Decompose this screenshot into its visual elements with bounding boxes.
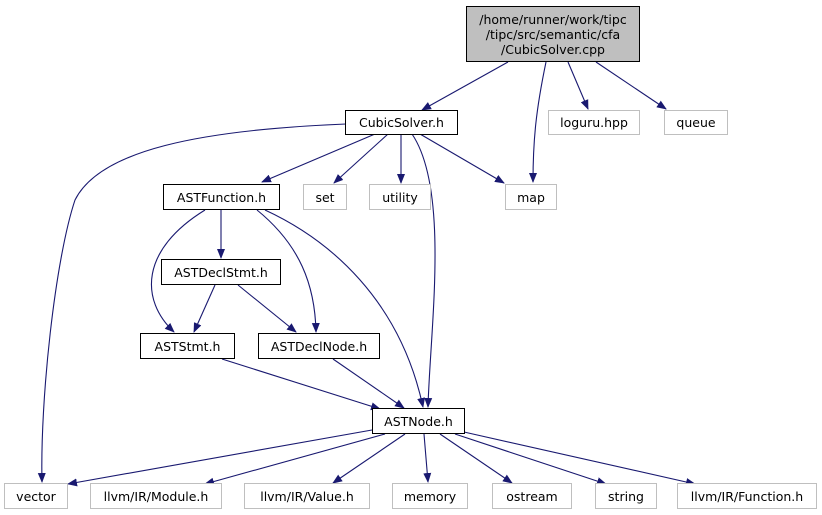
edge-cubicsolver-set: [333, 133, 389, 184]
node-ostream: ostream: [492, 483, 572, 509]
edge-astfunction-astdeclnode: [256, 209, 320, 333]
node-astdeclstmt-h[interactable]: ASTDeclStmt.h: [161, 259, 281, 285]
node-cubicsolver-h[interactable]: CubicSolver.h: [345, 110, 458, 135]
root-file-line-1: /home/runner/work/tipc: [479, 11, 627, 27]
node-string: string: [595, 483, 657, 509]
node-astnode-h[interactable]: ASTNode.h: [372, 408, 465, 434]
edge-cubicsolver-astnode: [411, 133, 436, 408]
node-vector: vector: [4, 483, 68, 509]
node-llvm-ir-value-h: llvm/IR/Value.h: [244, 483, 370, 509]
edge-astfunction-aststmt: [150, 209, 206, 333]
edge-cubicsolver-vector: [37, 123, 347, 483]
node-llvm-ir-module-h: llvm/IR/Module.h: [90, 483, 222, 509]
root-file-node: /home/runner/work/tipc /tipc/src/semanti…: [466, 6, 640, 62]
node-astfunction-h[interactable]: ASTFunction.h: [163, 184, 280, 210]
edge-cubicsolver-astfunction: [261, 133, 376, 183]
node-loguru-hpp: loguru.hpp: [548, 110, 640, 135]
edge-astnode-string: [454, 433, 607, 485]
edge-root-queue: [595, 61, 667, 110]
root-file-line-2: /tipc/src/semantic/cfa: [485, 26, 621, 42]
node-utility: utility: [369, 184, 431, 210]
edge-astdeclnode-astnode: [332, 358, 405, 409]
edge-root-cubicsolver: [421, 61, 509, 111]
node-set: set: [303, 184, 347, 210]
edge-astnode-llvm-module: [204, 433, 386, 486]
node-astdeclnode-h[interactable]: ASTDeclNode.h: [258, 333, 380, 359]
edge-cubicsolver-map: [419, 133, 505, 184]
node-memory: memory: [392, 483, 468, 509]
edge-astnode-llvm-function: [463, 431, 696, 486]
edge-astnode-llvm-value: [332, 433, 406, 484]
edge-root-map: [529, 61, 547, 183]
edge-astnode-vector: [67, 429, 373, 487]
node-map: map: [505, 184, 557, 210]
edge-astfunction-astnode: [264, 209, 426, 408]
root-file-line-3: /CubicSolver.cpp: [501, 41, 605, 57]
edge-astnode-memory: [423, 433, 432, 483]
node-aststmt-h[interactable]: ASTStmt.h: [140, 333, 235, 359]
edge-astdeclstmt-astdeclnode: [237, 284, 297, 333]
edge-root-loguru: [567, 61, 589, 110]
node-llvm-ir-function-h: llvm/IR/Function.h: [677, 483, 817, 509]
edge-astnode-ostream: [439, 433, 513, 484]
node-queue: queue: [664, 110, 728, 135]
edge-astdeclstmt-aststmt: [193, 284, 216, 333]
edge-aststmt-astnode: [221, 358, 381, 411]
